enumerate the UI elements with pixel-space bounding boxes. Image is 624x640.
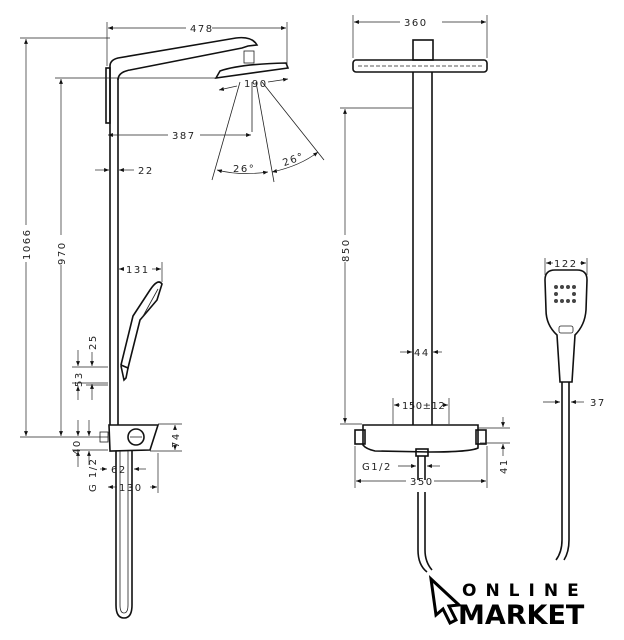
dim-22: 22 <box>138 166 154 177</box>
logo-line-1: ONLINE <box>462 581 588 601</box>
dim-131: 131 <box>126 265 150 276</box>
dim-41: 41 <box>499 458 510 474</box>
dim-angle-right: 26° <box>281 151 306 169</box>
dim-478: 478 <box>190 24 214 35</box>
dim-387: 387 <box>172 131 196 142</box>
shower-arm <box>109 36 259 81</box>
dim-74: 74 <box>171 432 182 448</box>
dim-850: 850 <box>341 238 352 262</box>
wall-bracket <box>105 67 111 124</box>
dim-130: 130 <box>119 483 143 494</box>
dim-25: 25 <box>88 334 99 350</box>
thermostat <box>108 424 160 452</box>
hand-shower-front <box>544 269 588 383</box>
online-market-logo: ONLINE MARKET <box>428 575 588 631</box>
hose <box>115 451 133 619</box>
dim-970: 970 <box>57 241 68 265</box>
shower-pole <box>109 66 119 425</box>
dim-1066: 1066 <box>22 229 33 260</box>
dim-angle-left: 26° <box>233 164 255 175</box>
dim-190: 190 <box>244 79 268 90</box>
hose-front <box>417 456 433 573</box>
thermostat-front <box>362 424 479 453</box>
dim-360: 360 <box>404 18 428 29</box>
dim-350: 350 <box>410 477 434 488</box>
dim-122: 122 <box>554 259 578 270</box>
shower-pole-front <box>412 72 433 425</box>
hand-shower <box>120 281 163 370</box>
dim-62: 62 <box>111 465 127 476</box>
hand-shower-view: 122 37 <box>543 258 606 561</box>
dim-g12-front: G1/2 <box>362 462 392 473</box>
dim-150-12: 150±12 <box>402 401 445 412</box>
overhead-shower-head-front <box>352 59 488 73</box>
side-view: 478 190 387 22 26° 26° 1066 970 131 25 5… <box>20 22 325 619</box>
dim-53: 53 <box>74 371 85 387</box>
dim-37: 37 <box>590 398 606 409</box>
overhead-shower-head <box>214 62 290 80</box>
dim-g12-side: G 1/2 <box>88 457 99 492</box>
dim-40: 40 <box>72 439 83 455</box>
front-view: 360 850 44 150±12 G1/2 350 41 <box>340 15 510 573</box>
logo-line-2: MARKET <box>458 600 585 631</box>
cursor-arrow-icon <box>428 575 463 626</box>
hose-hand <box>555 382 570 561</box>
dim-44: 44 <box>414 348 430 359</box>
